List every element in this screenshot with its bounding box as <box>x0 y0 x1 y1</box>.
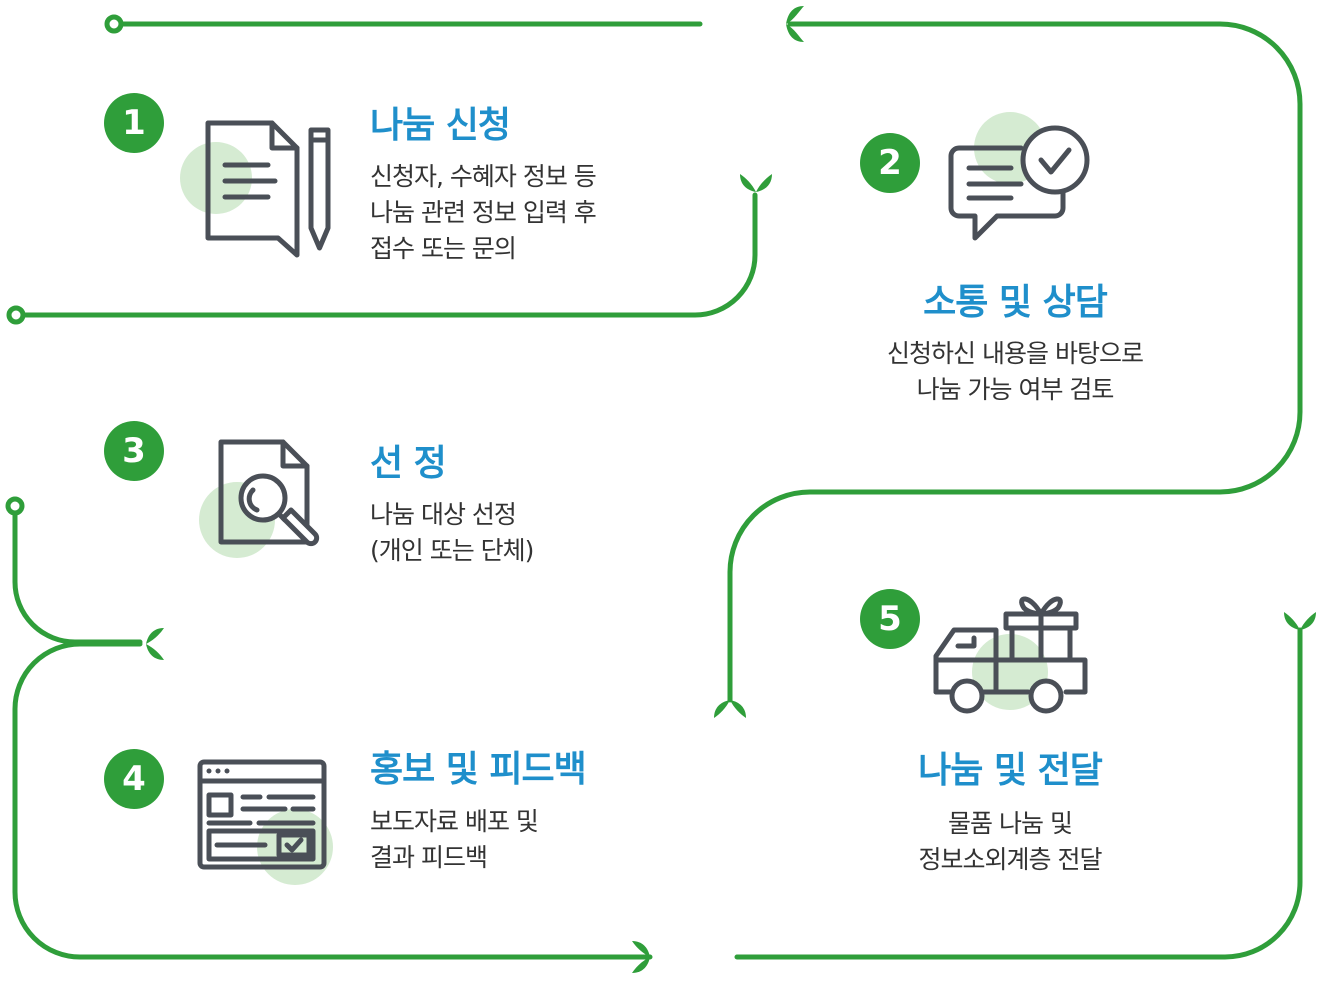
step-5-description: 물품 나눔 및 정보소외계층 전달 <box>918 809 1103 874</box>
document-search-icon <box>199 439 320 558</box>
leaf-icon <box>1284 612 1316 630</box>
flow-line-left-branch <box>12 511 143 645</box>
flow-line-bottom-right <box>734 627 1303 960</box>
leaf-icon <box>714 700 746 718</box>
browser-window-icon <box>197 759 333 885</box>
leaf-icon <box>146 628 164 660</box>
step-5-badge: 5 <box>860 589 920 649</box>
step-2-badge: 2 <box>860 133 920 193</box>
step-5-title: 나눔 및 전달 <box>918 750 1103 791</box>
flow-start-dot <box>6 305 26 325</box>
gift-truck-icon <box>933 596 1088 714</box>
step-2-title: 소통 및 상담 <box>923 282 1108 323</box>
flow-start-dot <box>104 14 124 34</box>
step-3-description: 나눔 대상 선정 (개인 또는 단체) <box>370 500 534 565</box>
step-1-description: 신청자, 수혜자 정보 등 나눔 관련 정보 입력 후 접수 또는 문의 <box>370 162 597 263</box>
chat-check-icon <box>948 112 1090 241</box>
step-4-description: 보도자료 배포 및 결과 피드백 <box>370 807 539 872</box>
step-3-title: 선 정 <box>370 443 447 484</box>
leaf-icon <box>786 6 804 42</box>
flow-line-upper <box>21 192 758 318</box>
leaf-icon <box>632 941 650 973</box>
step-3-badge: 3 <box>104 421 164 481</box>
step-4-title: 홍보 및 피드백 <box>370 749 587 790</box>
step-1-title: 나눔 신청 <box>370 105 511 146</box>
flow-start-dot <box>5 496 25 516</box>
step-2-description: 신청하신 내용을 바탕으로 나눔 가능 여부 검토 <box>887 339 1144 404</box>
leaf-icon <box>740 174 772 192</box>
step-1-badge: 1 <box>104 93 164 153</box>
flow-line-bottom-left <box>12 641 653 960</box>
flow-line-right-loop <box>727 21 1303 703</box>
step-4-badge: 4 <box>104 749 164 809</box>
document-pen-icon <box>180 120 331 258</box>
